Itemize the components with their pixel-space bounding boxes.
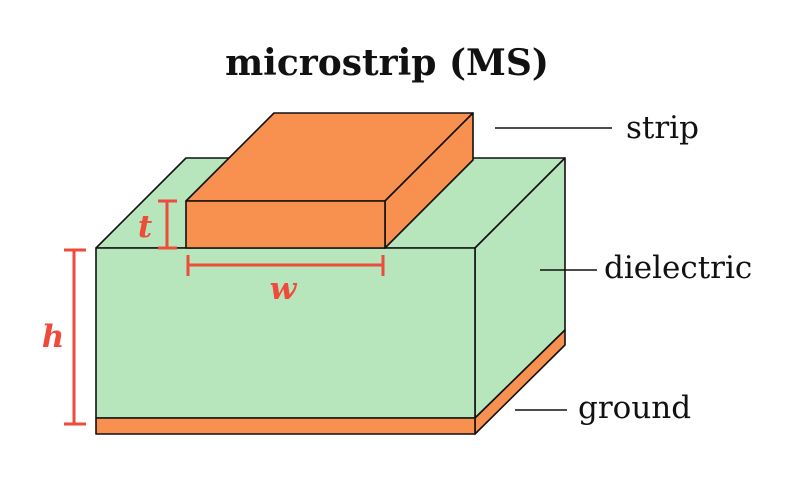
- strip-front-face: [185, 200, 386, 249]
- diagram-title: microstrip (MS): [225, 42, 549, 84]
- height-dimension: h: [42, 248, 86, 426]
- ground-front-face: [95, 417, 476, 435]
- height-label: h: [42, 319, 65, 355]
- thickness-dimension: t: [138, 199, 177, 250]
- strip-conductor: [185, 112, 474, 249]
- thickness-label: t: [138, 209, 153, 245]
- dielectric-front-face: [95, 247, 476, 419]
- width-dimension: w: [186, 255, 385, 307]
- ground-plane: [95, 329, 566, 435]
- dielectric-label: dielectric: [604, 250, 752, 286]
- strip-label: strip: [626, 110, 699, 146]
- ground-label: ground: [578, 390, 691, 426]
- width-label: w: [270, 271, 298, 307]
